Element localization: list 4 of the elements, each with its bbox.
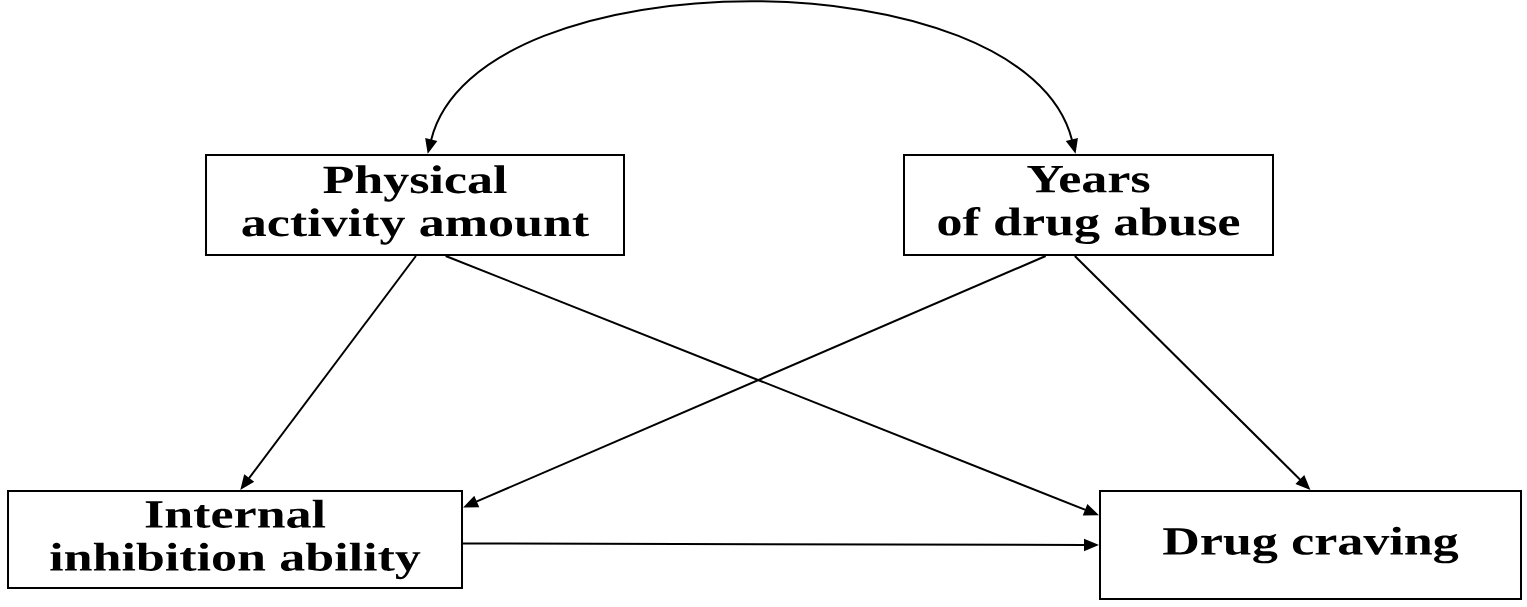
- process-box: Years of drug abuse: [903, 154, 1274, 256]
- process-box: Physical activity amount: [205, 154, 625, 256]
- process-box: Internal inhibition ability: [7, 490, 463, 589]
- process-box: Drug craving: [1099, 490, 1522, 600]
